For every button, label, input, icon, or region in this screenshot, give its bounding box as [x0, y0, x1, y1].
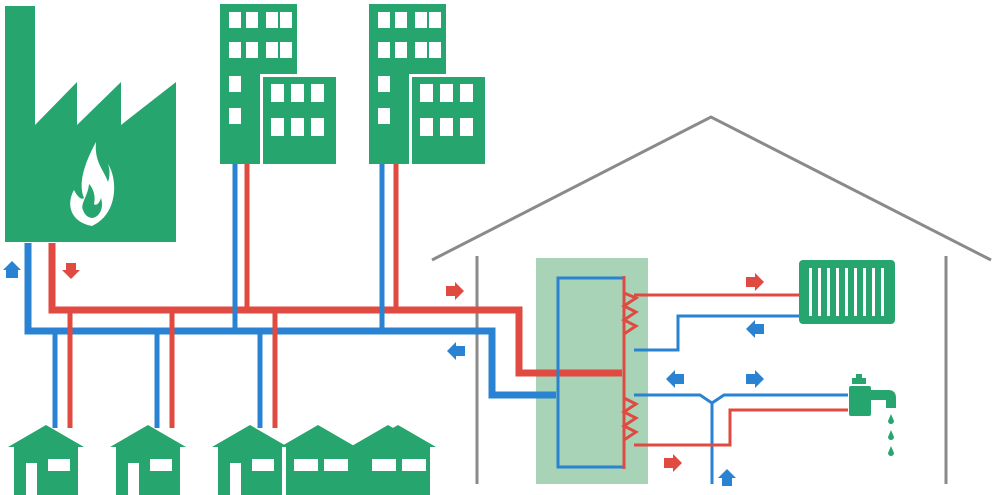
return-main-pipe: [24, 243, 556, 399]
flame-icon: [70, 142, 115, 226]
heat-exchanger-icon: [621, 291, 640, 442]
house-outline: [431, 115, 992, 484]
house-icon: [110, 425, 186, 495]
water-drop: [888, 430, 894, 440]
house-icon: [360, 425, 436, 495]
factory-body: [5, 6, 176, 242]
radiator-circuit: [634, 293, 800, 352]
water-tap-icon: [849, 374, 896, 456]
radiator-icon: [799, 260, 895, 324]
apartment-branch-pipes: [232, 164, 399, 331]
house-branch-pipes: [52, 310, 278, 428]
water-drop: [888, 414, 894, 424]
water-drop: [888, 446, 894, 456]
apartment-windows: [229, 12, 324, 136]
factory-icon: [5, 6, 176, 242]
apartment-building-icon: [369, 4, 485, 164]
supply-main-pipe: [48, 243, 622, 377]
apartment-building-icon: [220, 4, 336, 164]
hot-water-circuit: [634, 393, 848, 484]
primary-loop: [556, 276, 626, 469]
house-icon: [212, 425, 288, 495]
flow-arrow-icon: [3, 261, 764, 486]
apartment-windows: [378, 12, 473, 136]
house-icon: [8, 425, 84, 495]
